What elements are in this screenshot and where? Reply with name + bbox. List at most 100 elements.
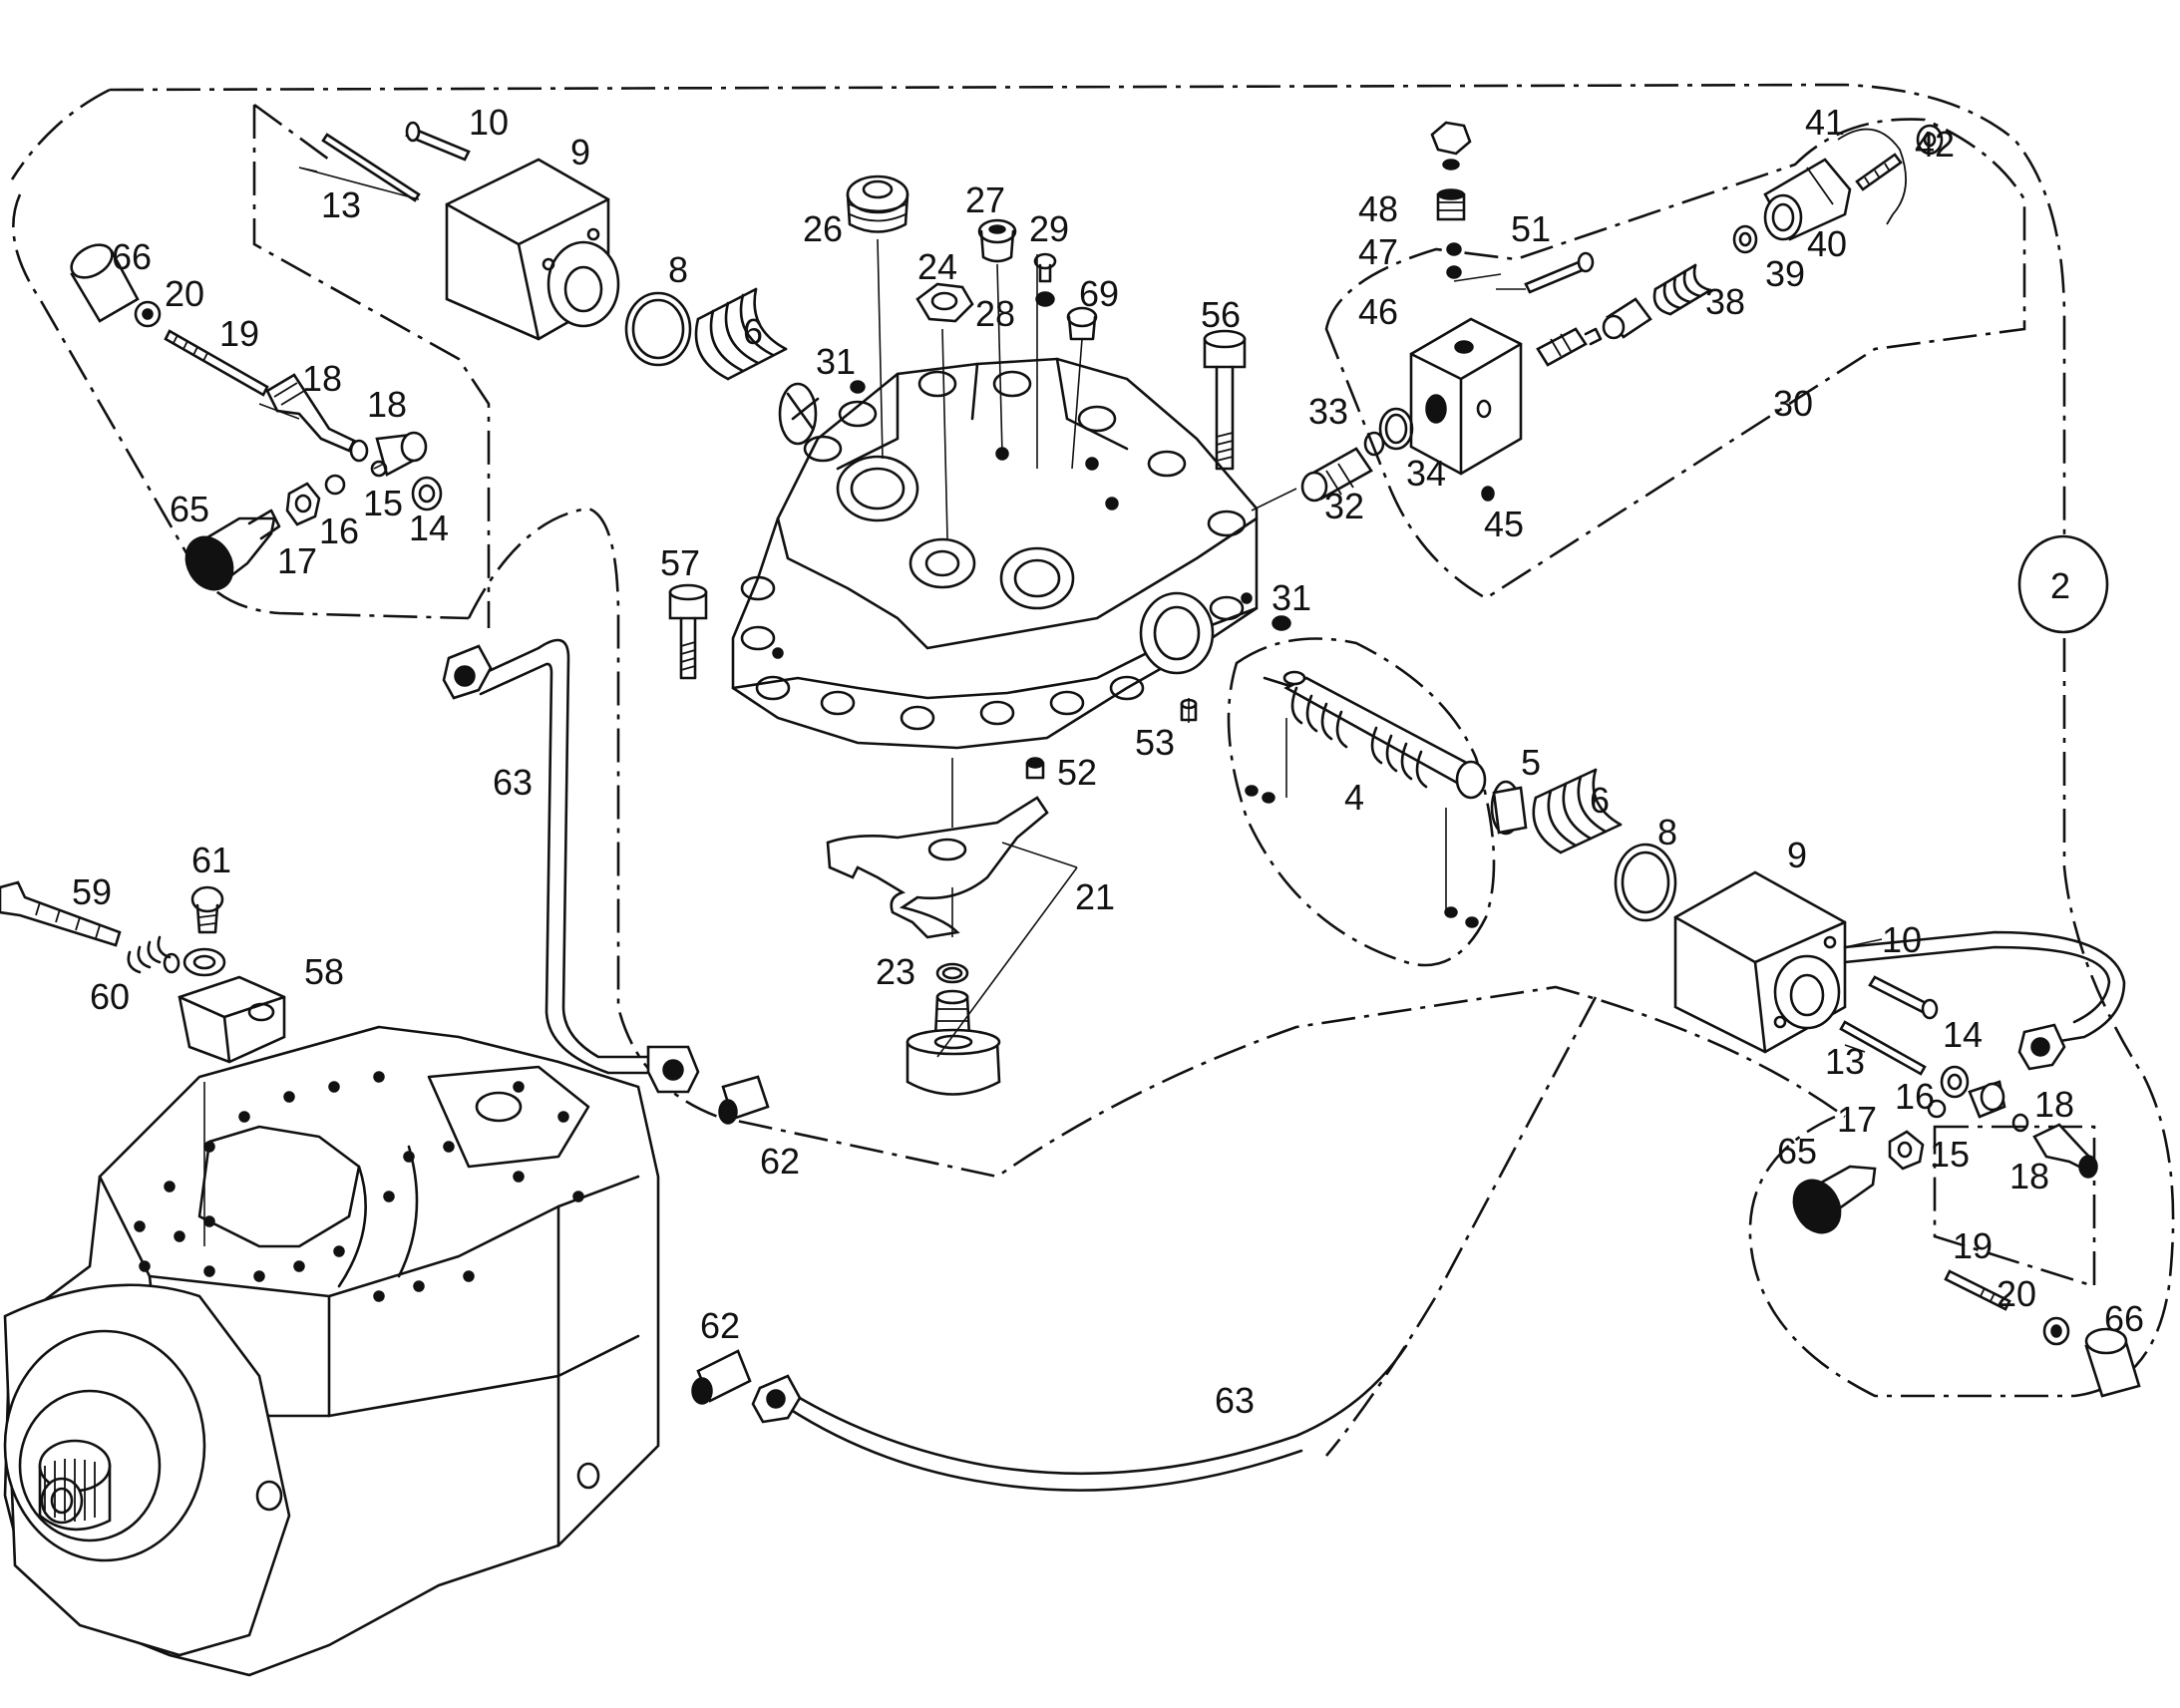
callout: 16 xyxy=(1895,1076,1935,1117)
bolt-10-lower xyxy=(1868,975,1939,1020)
fitting-32 xyxy=(1300,447,1373,503)
callout: 69 xyxy=(1079,273,1119,314)
callout: 58 xyxy=(304,951,344,992)
washer-39 xyxy=(1732,224,1758,254)
callout: 63 xyxy=(493,762,533,803)
nut-14-lower xyxy=(1940,1065,1970,1099)
callout: 8 xyxy=(668,249,688,290)
callout: 21 xyxy=(1075,876,1115,917)
callout: 60 xyxy=(90,976,130,1017)
washer-16-upper xyxy=(324,474,346,496)
right-valve-boundary xyxy=(1324,118,2026,600)
fitting-15-lower xyxy=(1968,1080,2006,1119)
callout: 47 xyxy=(1358,231,1398,272)
callout: 20 xyxy=(1997,1273,2036,1314)
plug-52 xyxy=(1025,757,1045,780)
screw-29 xyxy=(1033,252,1057,283)
callout: 14 xyxy=(1943,1014,1983,1055)
callout: 18 xyxy=(2009,1156,2049,1196)
plug-26 xyxy=(846,174,909,233)
cap-40 xyxy=(1763,158,1852,241)
valve-body-30 xyxy=(1409,317,1523,476)
callout: 52 xyxy=(1057,752,1097,793)
stud-13-lower xyxy=(1839,1020,1927,1076)
adjuster-18-upper xyxy=(265,373,356,453)
right-loop-boundary xyxy=(1748,638,2175,1398)
callout: 23 xyxy=(876,951,915,992)
callout: 27 xyxy=(965,179,1005,220)
plug-27 xyxy=(977,218,1017,263)
callout: 31 xyxy=(1272,577,1311,618)
stud-13-upper xyxy=(321,133,421,202)
bolt-57 xyxy=(668,583,708,680)
callout: 40 xyxy=(1807,223,1847,264)
pump-housing xyxy=(3,1025,660,1677)
plug-46 xyxy=(1446,265,1462,279)
callout: 30 xyxy=(1773,383,1813,424)
callout: 6 xyxy=(1590,780,1610,821)
assembly-marker: 2 xyxy=(2017,534,2109,634)
callout: 62 xyxy=(700,1305,740,1346)
callout: 15 xyxy=(1930,1134,1970,1175)
adjuster-18-lower xyxy=(2032,1123,2098,1179)
washer-15-upper xyxy=(370,460,388,478)
callout: 18 xyxy=(302,358,342,399)
callout: 10 xyxy=(1882,919,1922,960)
cap-65-upper xyxy=(184,509,281,591)
callout: 32 xyxy=(1324,486,1364,526)
o-ring-34 xyxy=(1378,407,1414,451)
screw-19-upper xyxy=(164,329,269,397)
central-valve-housing xyxy=(731,357,1259,750)
callout: 18 xyxy=(367,384,407,425)
callout: 41 xyxy=(1805,102,1845,143)
spool-set-screws xyxy=(1245,718,1479,928)
cap-nut-upper xyxy=(1430,121,1472,171)
callout: 15 xyxy=(363,483,403,523)
spool-4 xyxy=(1263,670,1487,800)
nut-17-upper xyxy=(285,482,321,526)
callout: 46 xyxy=(1358,291,1398,332)
callout: 65 xyxy=(1777,1131,1817,1172)
callout: 14 xyxy=(409,508,449,548)
callout: 9 xyxy=(570,132,590,172)
seal-wire xyxy=(1837,128,1907,225)
nut-17-lower xyxy=(1888,1130,1925,1171)
plug-31-upper xyxy=(850,380,866,394)
main-assembly-boundary xyxy=(10,83,2066,538)
screw-61 xyxy=(190,885,224,934)
callout: 18 xyxy=(2034,1084,2074,1125)
spool-assembly-boundary xyxy=(1227,637,1496,967)
lower-right-boundary xyxy=(1933,1125,2096,1288)
callout: 24 xyxy=(917,246,957,287)
callout: 13 xyxy=(1825,1041,1865,1082)
washer-16-lower xyxy=(1927,1099,1947,1119)
callout: 10 xyxy=(469,102,509,143)
callout-labels: 10 9 13 66 20 19 18 18 65 16 15 14 17 8 … xyxy=(72,102,2144,1421)
valve-59 xyxy=(0,880,122,947)
valve-block-lower-right xyxy=(1673,870,1847,1054)
callout: 39 xyxy=(1765,253,1805,294)
spring-38 xyxy=(1652,263,1712,316)
fitting-right-port xyxy=(1536,327,1603,367)
pipe-63-lower xyxy=(751,1344,1408,1492)
plug-45 xyxy=(1481,486,1495,502)
callout: 66 xyxy=(2104,1298,2144,1339)
callout: 51 xyxy=(1511,208,1551,249)
lever-21 xyxy=(826,796,1049,939)
fitting-18-upper-b xyxy=(375,431,428,477)
callout: 53 xyxy=(1135,722,1175,763)
nut-14-upper xyxy=(411,476,443,512)
screw-19-lower xyxy=(1944,1269,2011,1311)
callout: 63 xyxy=(1215,1380,1255,1421)
plug-66-lower xyxy=(2084,1327,2141,1398)
o-ring-8-lower xyxy=(1614,843,1677,922)
callout: 45 xyxy=(1484,504,1524,544)
inner-left-boundary xyxy=(252,103,491,628)
bolt-10-upper xyxy=(405,121,471,162)
callout: 17 xyxy=(1837,1099,1877,1140)
pipe-63-upper xyxy=(442,638,700,1094)
bolt-56 xyxy=(1203,329,1247,471)
callout: 19 xyxy=(219,313,259,354)
plug-31-right xyxy=(1272,615,1291,631)
